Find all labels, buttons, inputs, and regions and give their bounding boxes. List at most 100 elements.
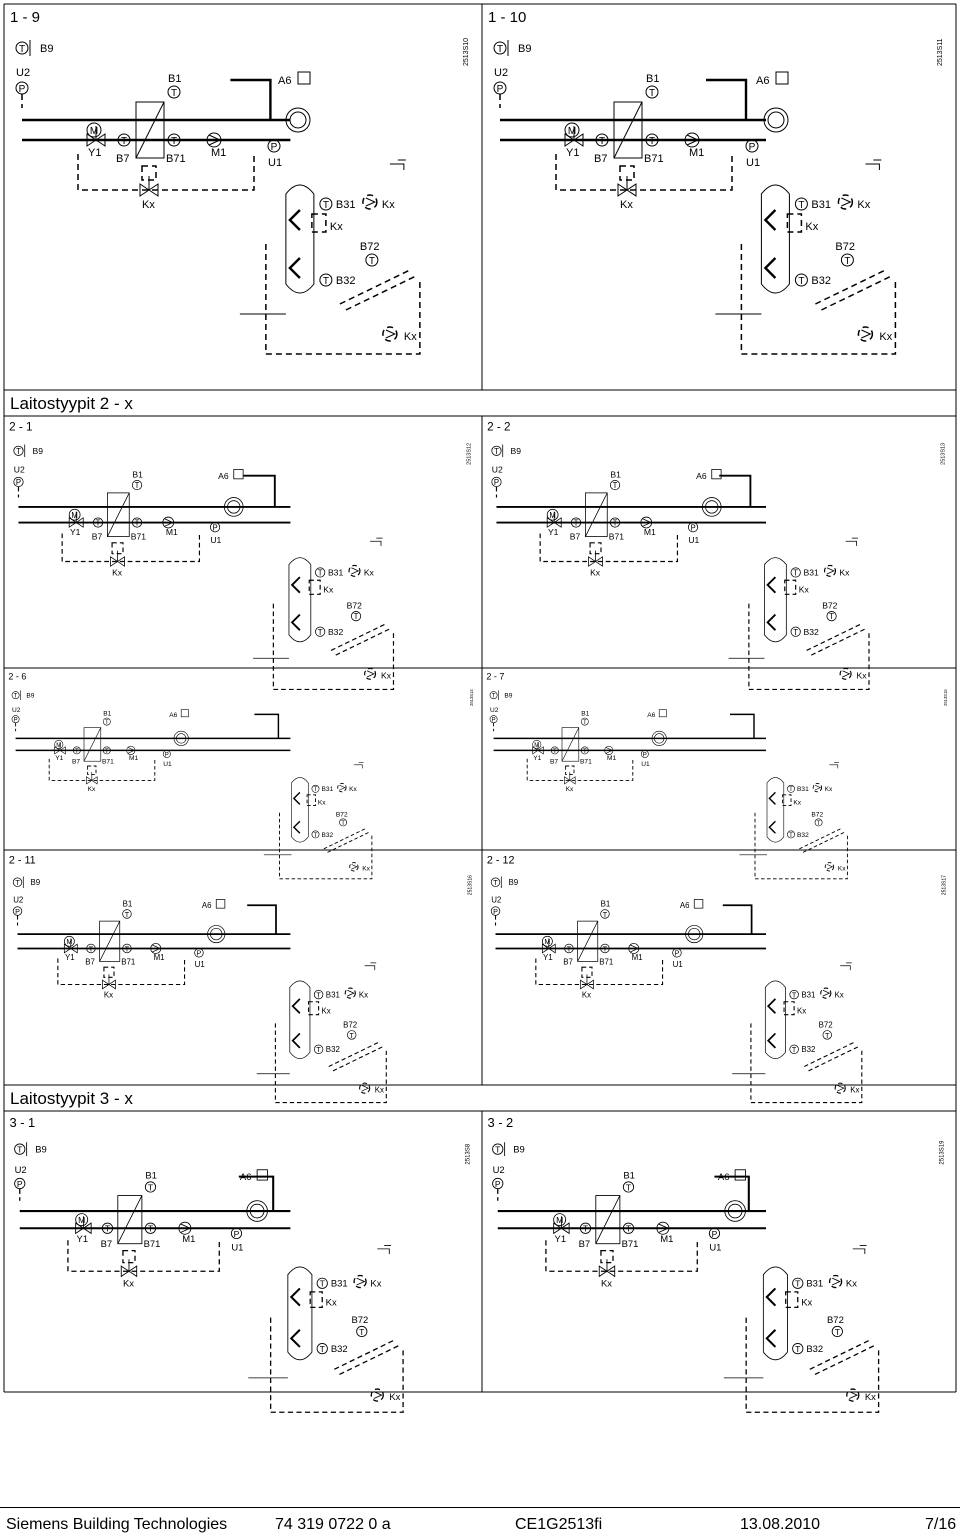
valve-icon (546, 517, 562, 528)
diagram-code: 2513S8 (466, 1143, 472, 1164)
motor-glyph: M (71, 511, 78, 520)
diagram-label: Kx (797, 1006, 806, 1015)
diagram-label: Kx (112, 568, 123, 578)
diagram-label: Kx (590, 568, 601, 578)
sensor-glyph: T (789, 787, 793, 793)
diagram-id: 1 - 10 (488, 9, 526, 26)
sensor-glyph: T (603, 944, 608, 953)
storage-tank-icon (764, 980, 786, 1059)
solar-collector-line (339, 269, 411, 305)
heating-coil-icon (288, 209, 301, 231)
sensor-glyph: T (494, 447, 499, 456)
heating-coil-icon (768, 820, 776, 834)
boiler-icon (173, 730, 189, 746)
sensor-glyph: P (690, 523, 695, 532)
heating-coil-icon (291, 998, 301, 1014)
diagram-code: 2513S10 (463, 38, 470, 66)
diagram-label: B31 (336, 199, 356, 211)
valve-icon (54, 746, 66, 755)
diagram-label: M1 (129, 755, 138, 762)
diagram-id: 2 - 11 (9, 855, 36, 867)
sensor-glyph: P (16, 478, 21, 487)
pump-arrow (841, 197, 852, 207)
diagram-label: B31 (811, 199, 831, 211)
sensor-glyph: T (314, 787, 318, 793)
pressure-sensor-icon (640, 750, 649, 758)
solar-collector-line (332, 1045, 384, 1072)
temperature-sensor-icon (339, 818, 347, 827)
heat-exchanger-icon (135, 101, 165, 159)
solar-loop (279, 812, 373, 880)
diagram-label: M1 (182, 1234, 195, 1245)
temperature-sensor-icon (350, 611, 362, 622)
diagram-label: B9 (30, 878, 40, 887)
diagram-label: B72 (336, 811, 348, 818)
sensor-glyph: T (105, 1224, 111, 1234)
solar-collector-line (335, 628, 391, 656)
diagram-label: Y1 (70, 527, 81, 537)
footer-document-id: CE1G2513fi (515, 1516, 603, 1533)
diagram-label: B1 (103, 711, 111, 718)
sensor-glyph: T (825, 1031, 830, 1040)
pump-arrow (861, 329, 872, 339)
loop-pipe (247, 904, 277, 935)
room-unit-icon (215, 899, 226, 909)
solar-loop (748, 603, 870, 691)
diagram-label: Kx (879, 331, 892, 343)
heat-exchanger-diagonal (595, 1195, 621, 1244)
diagram-label: U1 (746, 157, 760, 169)
tap-icon (852, 1248, 866, 1255)
sensor-glyph: T (323, 276, 329, 287)
diagram-label: B7 (594, 153, 607, 165)
diagram-label: Kx (838, 865, 846, 872)
diagram-label: B32 (336, 275, 356, 287)
room-unit-icon (775, 71, 789, 85)
diagram-label: B32 (803, 627, 818, 637)
optional-pump-icon (823, 564, 837, 577)
motor-glyph: M (568, 126, 576, 137)
actuator-motor-icon (564, 122, 580, 138)
diagram-label: Kx (404, 331, 417, 343)
diagram-label: U2 (14, 465, 25, 475)
actuator-motor-icon (532, 739, 542, 749)
sensor-glyph: P (19, 84, 26, 95)
sensor-glyph: P (494, 478, 499, 487)
footer-company: Siemens Building Technologies (6, 1516, 228, 1533)
pressure-sensor-icon (490, 906, 501, 916)
storage-tank-icon (764, 557, 787, 643)
heating-coil-icon (766, 1032, 777, 1049)
diagram-label: B9 (504, 693, 512, 700)
diagram-label: B71 (580, 759, 592, 766)
diagram-code: 2513S11 (937, 38, 944, 66)
storage-tank-icon (285, 184, 315, 294)
motor-glyph: M (66, 937, 72, 946)
diagram-label: B9 (511, 446, 522, 456)
diagram-label: A6 (218, 471, 229, 481)
solar-collector-line (330, 623, 386, 651)
sensor-glyph: T (567, 944, 572, 953)
temperature-sensor-icon (595, 133, 609, 147)
diagram-label: Kx (793, 799, 801, 806)
pump-arrow (347, 989, 355, 997)
pressure-sensor-icon (745, 139, 759, 153)
bypass-line (48, 758, 156, 781)
diagram-label: B31 (806, 1279, 823, 1290)
diagram-label: Kx (349, 786, 357, 793)
sensor-glyph: T (350, 1031, 355, 1040)
diagram-label: U2 (491, 895, 501, 904)
diagram-label: Kx (799, 585, 810, 595)
diagram-label: Kx (865, 1392, 876, 1403)
motor-glyph: M (56, 743, 61, 749)
pump-arrow (814, 784, 822, 791)
temperature-sensor-icon (840, 253, 854, 267)
diagram-label: Kx (364, 568, 375, 578)
electric-heater-icon (306, 794, 316, 807)
optional-pump-icon (370, 1388, 384, 1402)
diagram-id: 2 - 7 (486, 672, 504, 682)
diagram-label: Kx (362, 865, 370, 872)
diagram-label: M1 (607, 755, 616, 762)
diagram-label: B1 (123, 900, 133, 909)
